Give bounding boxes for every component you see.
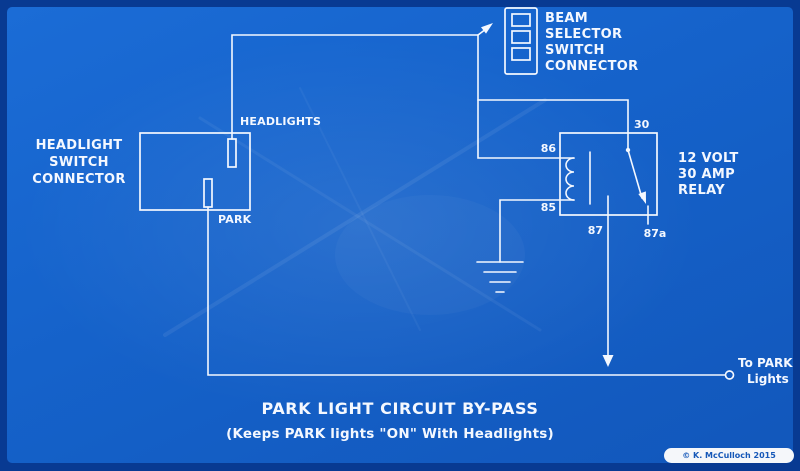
beam-connector-label-line2: SELECTOR bbox=[545, 27, 622, 42]
beam-connector-label-line4: CONNECTOR bbox=[545, 59, 638, 74]
relay-symbol bbox=[559, 132, 658, 225]
wire-park-to-output bbox=[207, 206, 726, 376]
relay-coil bbox=[565, 157, 575, 201]
copyright-badge: © K. McCulloch 2015 bbox=[664, 448, 794, 463]
labels: BEAM SELECTOR SWITCH CONNECTOR HEADLIGHT… bbox=[32, 11, 793, 442]
circuit-wires bbox=[207, 28, 735, 380]
beam-connector-label-line1: BEAM bbox=[545, 11, 588, 26]
park-pin-label: PARK bbox=[218, 213, 252, 226]
terminal-86-label: 86 bbox=[541, 142, 557, 155]
headlight-connector-label-line1: HEADLIGHT bbox=[36, 138, 123, 153]
headlight-switch-connector-symbol bbox=[139, 132, 251, 211]
wire-node-to-30 bbox=[477, 99, 629, 134]
headlights-pin-label: HEADLIGHTS bbox=[240, 115, 321, 128]
to-park-label-line2: Lights bbox=[747, 372, 789, 386]
park-output-terminal bbox=[724, 370, 735, 380]
terminal-87-label: 87 bbox=[588, 224, 603, 237]
arrowheads bbox=[481, 23, 614, 367]
park-pin-symbol bbox=[203, 178, 213, 208]
headlight-connector-label-line2: SWITCH bbox=[49, 155, 109, 170]
down-arrowhead-87 bbox=[602, 355, 614, 367]
headlight-connector-label-line3: CONNECTOR bbox=[32, 172, 125, 187]
relay-armature bbox=[627, 149, 643, 199]
wire-node-to-86 bbox=[477, 34, 575, 159]
copyright-text: © K. McCulloch 2015 bbox=[682, 451, 776, 460]
beam-selector-connector-symbol bbox=[504, 7, 538, 75]
beam-arrowhead bbox=[481, 23, 493, 34]
headlights-pin-symbol bbox=[227, 138, 237, 168]
photo-streaks bbox=[163, 87, 547, 337]
armature-arrowhead bbox=[638, 191, 646, 204]
to-park-label-line1: To PARK bbox=[738, 356, 793, 370]
wire-headlights-to-node bbox=[231, 34, 479, 140]
relay-label-line2: 30 AMP bbox=[678, 167, 735, 182]
relay-label-line3: RELAY bbox=[678, 183, 725, 198]
terminal-87a-label: 87a bbox=[644, 227, 667, 240]
diagram-title: PARK LIGHT CIRCUIT BY-PASS bbox=[261, 399, 538, 418]
wire-85-to-ground bbox=[499, 199, 575, 263]
blueprint-field bbox=[7, 7, 793, 463]
ground-icon bbox=[476, 261, 524, 293]
terminal-30-label: 30 bbox=[634, 118, 650, 131]
relay-label-line1: 12 VOLT bbox=[678, 151, 739, 166]
diagram-subtitle: (Keeps PARK lights "ON" With Headlights) bbox=[226, 426, 554, 442]
terminal-85-label: 85 bbox=[541, 201, 556, 214]
beam-connector-label-line3: SWITCH bbox=[545, 43, 605, 58]
